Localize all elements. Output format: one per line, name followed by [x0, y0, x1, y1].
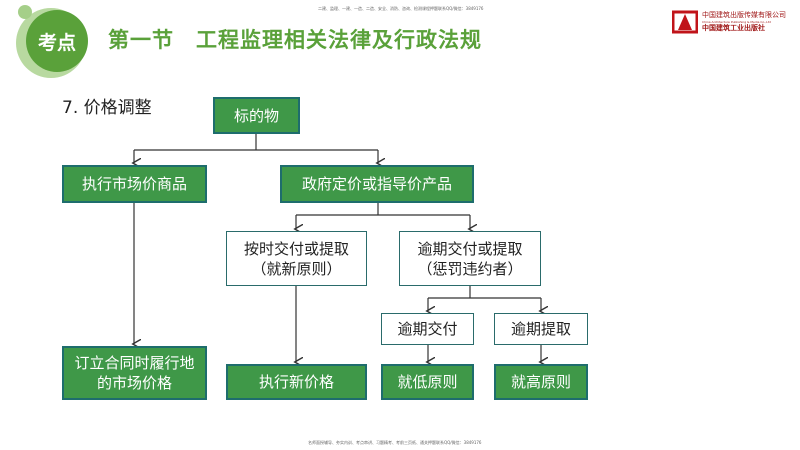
node-contract-price-line1: 订立合同时履行地 — [74, 354, 195, 372]
logo-line3: 中国建筑工业出版社 — [702, 24, 765, 32]
node-overdue-line2: （惩罚违约者） — [417, 259, 523, 278]
top-note: 二建、监理、一建、一造、二造、安全、消防、咨询、检测课程押题联系QQ/微信：38… — [318, 6, 484, 11]
node-overdue: 逾期交付或提取（惩罚违约者） — [399, 231, 541, 286]
logo-line2: China Architecture Publishing & Media Co… — [702, 20, 771, 24]
badge-dot — [18, 5, 32, 19]
footer-note: 名师面授辅导、夯实内训、考点串讲、习题精考、考前三页纸、通关押题联系QQ/微信：… — [308, 440, 482, 445]
node-overdue-delivery: 逾期交付 — [381, 313, 474, 345]
node-gov-goods: 政府定价或指导价产品 — [280, 165, 474, 203]
node-contract-price-line2: 的市场价格 — [96, 374, 172, 392]
page-title: 第一节 工程监理相关法律及行政法规 — [108, 28, 482, 52]
node-market-goods: 执行市场价商品 — [62, 165, 207, 203]
node-ontime-line1: 按时交付或提取 — [243, 239, 349, 258]
node-ontime: 按时交付或提取（就新原则） — [226, 231, 367, 286]
publisher-logo-icon — [672, 10, 698, 34]
node-new-price: 执行新价格 — [226, 364, 367, 400]
node-lower-rule: 就低原则 — [381, 364, 474, 400]
section-title: 7. 价格调整 — [62, 98, 152, 118]
node-ontime-line2: （就新原则） — [251, 259, 342, 278]
node-root: 标的物 — [213, 97, 300, 134]
topic-badge: 考点 — [26, 10, 88, 72]
node-overdue-line1: 逾期交付或提取 — [417, 239, 523, 258]
node-overdue-pickup: 逾期提取 — [494, 313, 588, 345]
node-contract-price: 订立合同时履行地的市场价格 — [62, 346, 207, 400]
logo-line1: 中国建筑出版传媒有限公司 — [702, 11, 786, 19]
node-higher-rule: 就高原则 — [494, 364, 588, 400]
publisher-logo: 中国建筑出版传媒有限公司 China Architecture Publishi… — [672, 10, 786, 34]
